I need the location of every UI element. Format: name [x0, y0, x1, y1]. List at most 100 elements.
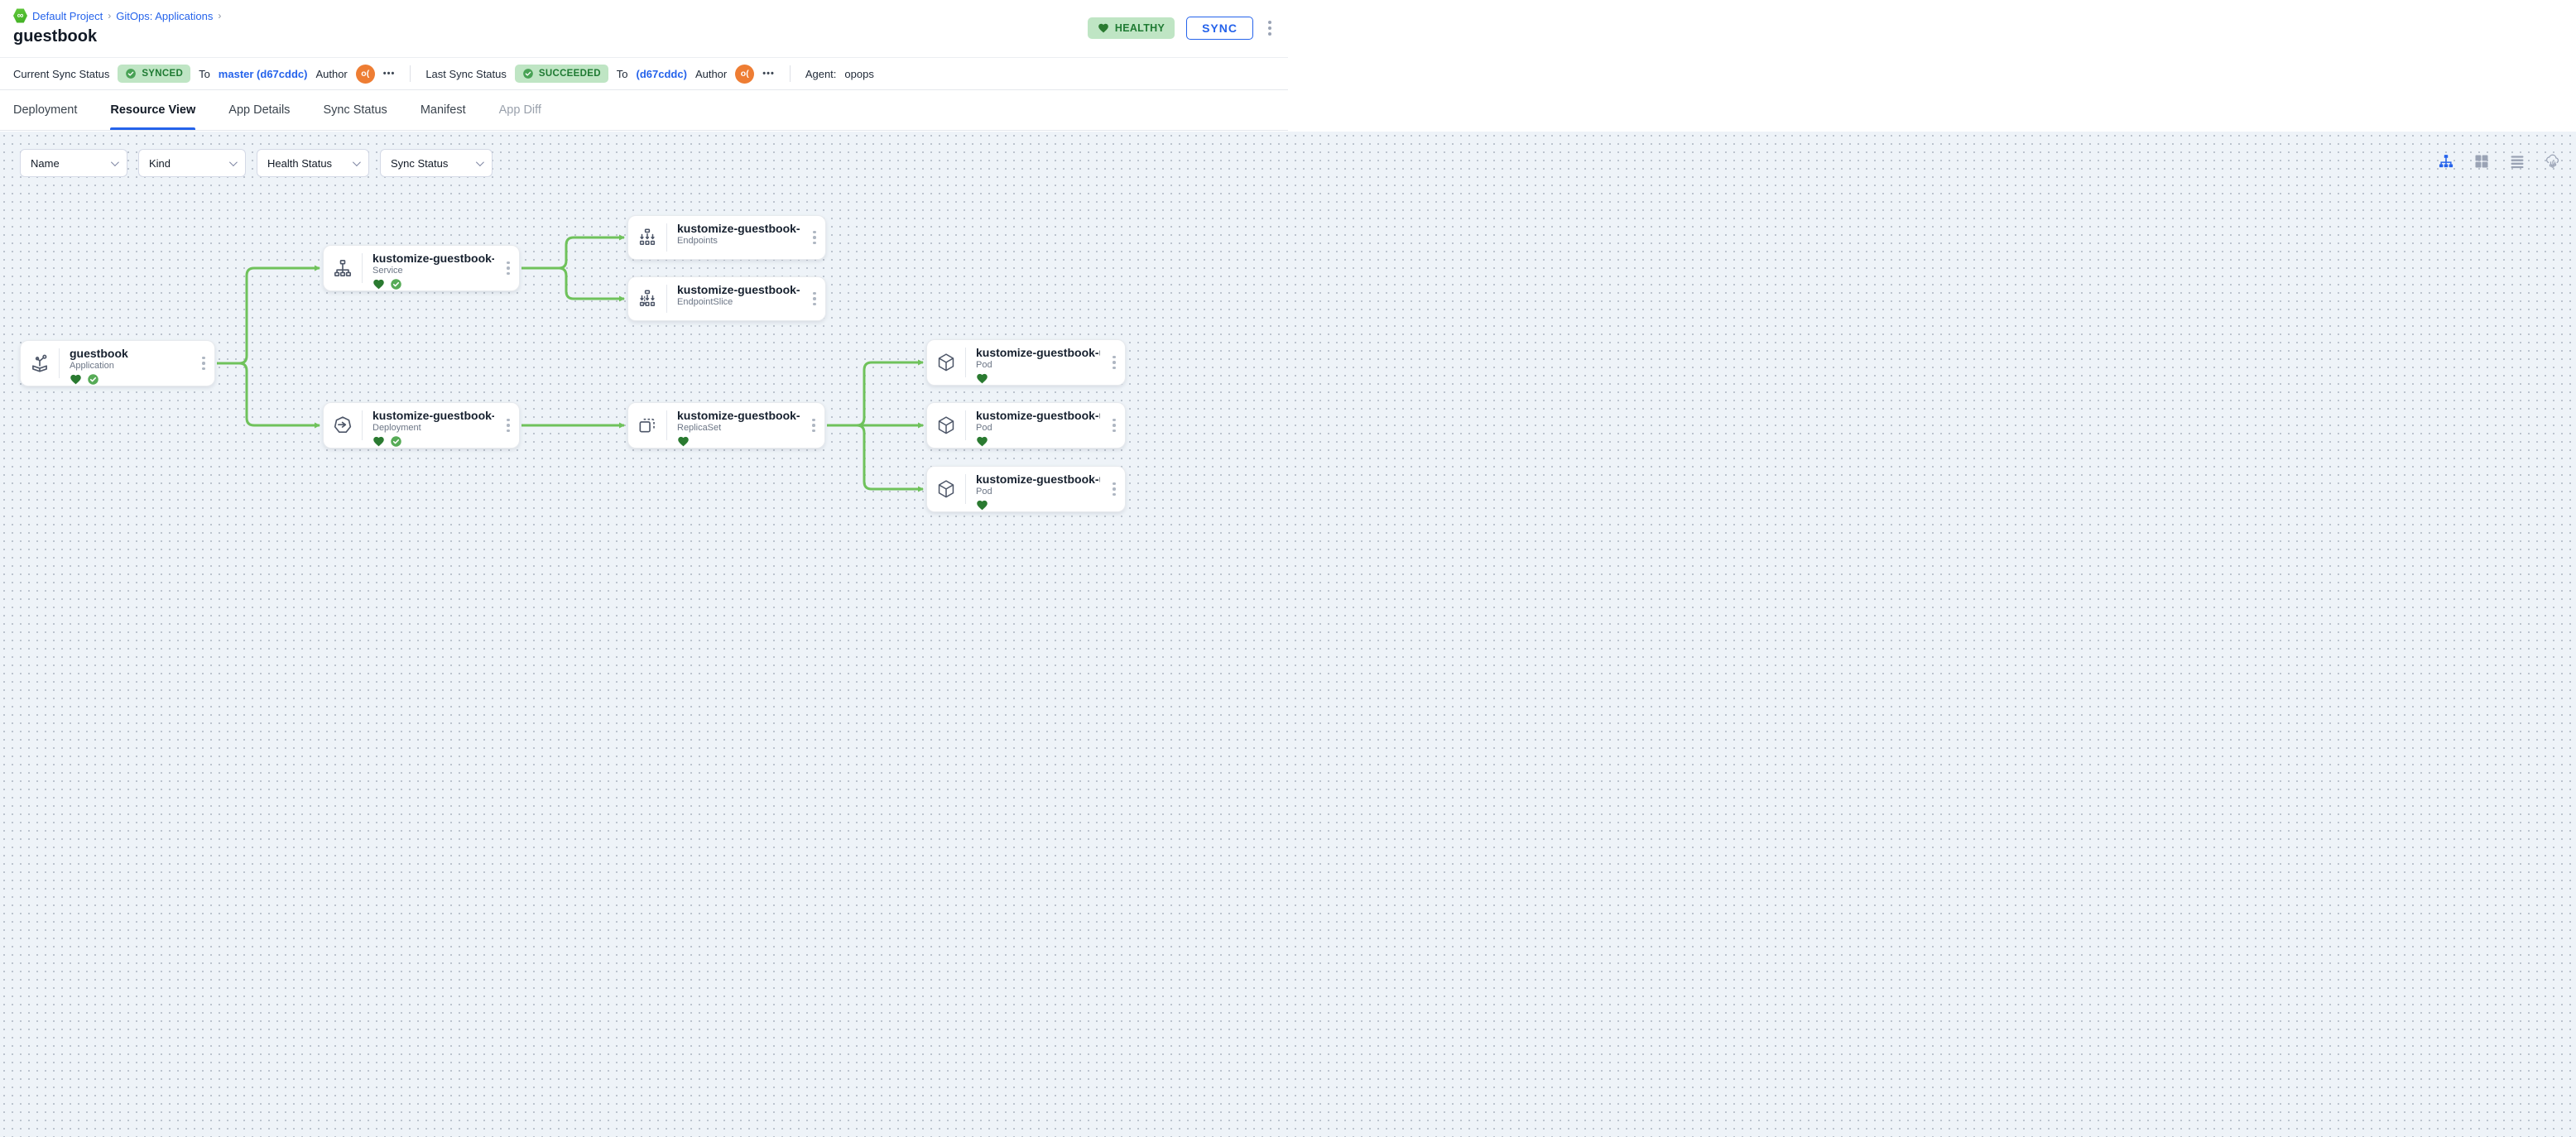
resource-node-pod[interactable]: kustomize-guestbook-ui-...Pod	[926, 466, 1126, 512]
health-status-filter-dropdown[interactable]: Health Status	[257, 149, 369, 177]
author-label: Author	[315, 67, 348, 80]
node-menu-kebab-icon[interactable]	[497, 246, 519, 290]
replicaset-kind-icon	[628, 403, 666, 448]
application-kind-icon	[21, 341, 59, 386]
chevron-down-icon	[475, 157, 484, 166]
node-menu-kebab-icon[interactable]	[803, 403, 824, 448]
current-commit-link[interactable]: master (d67cddc)	[218, 67, 308, 80]
sync-status-filter-dropdown[interactable]: Sync Status	[380, 149, 493, 177]
node-menu-kebab-icon[interactable]	[1103, 340, 1125, 385]
commit-more-ellipsis[interactable]: •••	[762, 69, 775, 79]
tab-deployment[interactable]: Deployment	[13, 103, 78, 117]
view-toggle-group	[2438, 153, 2561, 170]
tree-view-icon[interactable]	[2438, 153, 2454, 170]
tab-sync-status[interactable]: Sync Status	[323, 103, 387, 117]
tab-manifest[interactable]: Manifest	[420, 103, 466, 117]
graph-edge	[827, 424, 924, 492]
sync-button[interactable]: SYNC	[1186, 17, 1253, 40]
node-menu-kebab-icon[interactable]	[1103, 467, 1125, 511]
agent-label: Agent:	[805, 67, 837, 80]
chevron-down-icon	[110, 157, 119, 166]
check-circle-icon	[126, 69, 137, 79]
node-kind: Pod	[976, 487, 992, 497]
tab-resource-view[interactable]: Resource View	[110, 90, 195, 130]
resource-node-pod[interactable]: kustomize-guestbook-ui-...Pod	[926, 339, 1126, 386]
node-name: kustomize-guestbook-ui-...	[677, 283, 800, 296]
node-name: kustomize-guestbook-ui-...	[976, 473, 1100, 486]
synced-check-icon	[391, 279, 401, 290]
project-hexagon-icon: ∞	[13, 8, 27, 23]
node-body: kustomize-guestbook-ui-...EndpointSlice	[667, 277, 804, 320]
node-menu-kebab-icon[interactable]	[193, 341, 214, 386]
check-circle-icon	[523, 69, 533, 79]
node-name: kustomize-guestbook-ui	[372, 252, 494, 265]
node-menu-kebab-icon[interactable]	[1103, 403, 1125, 448]
node-name: kustomize-guestbook-ui	[372, 409, 494, 422]
node-kind: Deployment	[372, 423, 421, 433]
resource-tree-canvas[interactable]: Name Kind Health Status Sync Status guestbo…	[0, 132, 2576, 1137]
pod-kind-icon	[927, 403, 965, 448]
last-sync-status-label: Last Sync Status	[425, 67, 507, 80]
node-menu-kebab-icon[interactable]	[804, 216, 825, 259]
divider	[666, 285, 667, 313]
node-kind: ReplicaSet	[677, 423, 722, 433]
graph-edge	[217, 362, 320, 429]
tab-app-details[interactable]: App Details	[228, 103, 291, 117]
pod-kind-icon	[927, 467, 965, 511]
node-kind: Application	[70, 361, 114, 371]
resource-node-replicaset[interactable]: kustomize-guestbook-ui-...ReplicaSet	[627, 402, 825, 449]
filter-bar: Name Kind Health Status Sync Status	[20, 149, 493, 177]
resource-node-endpointslice[interactable]: kustomize-guestbook-ui-...EndpointSlice	[627, 276, 826, 321]
cloud-view-icon[interactable]	[2545, 153, 2561, 170]
chevron-down-icon	[228, 157, 238, 166]
graph-edge	[827, 359, 924, 427]
agent-value: opops	[844, 67, 874, 80]
deployment-kind-icon	[324, 403, 362, 448]
node-name: kustomize-guestbook-ui-...	[677, 409, 800, 422]
node-body: kustomize-guestbook-ui-...Pod	[966, 403, 1103, 448]
graph-edge	[521, 234, 625, 270]
node-menu-kebab-icon[interactable]	[804, 277, 825, 320]
endpoints-kind-icon	[628, 216, 666, 259]
health-status-badge: HEALTHY	[1087, 17, 1175, 39]
divider	[789, 65, 791, 82]
tab-app-diff: App Diff	[498, 103, 541, 117]
app-menu-kebab-icon[interactable]	[1265, 19, 1275, 37]
healthy-heart-icon	[70, 374, 81, 385]
divider	[965, 474, 966, 504]
divider	[965, 348, 966, 377]
healthy-heart-icon	[373, 436, 384, 447]
node-name: kustomize-guestbook-ui-...	[976, 346, 1100, 359]
app-header: ∞ Default Project › GitOps: Applications…	[0, 0, 1288, 57]
synced-check-icon	[88, 374, 99, 385]
node-menu-kebab-icon[interactable]	[497, 403, 519, 448]
list-view-icon[interactable]	[2509, 153, 2526, 170]
commit-more-ellipsis[interactable]: •••	[382, 69, 396, 79]
synced-badge: SYNCED	[118, 65, 191, 83]
resource-node-pod[interactable]: kustomize-guestbook-ui-...Pod	[926, 402, 1126, 449]
node-name: kustomize-guestbook-ui	[677, 222, 800, 235]
breadcrumb-project-link[interactable]: Default Project	[32, 9, 103, 22]
tab-bar: Deployment Resource View App Details Sync S…	[0, 90, 1288, 131]
to-label: To	[616, 67, 628, 80]
node-kind: Endpoints	[677, 236, 718, 246]
divider	[965, 410, 966, 440]
name-filter-dropdown[interactable]: Name	[20, 149, 127, 177]
divider	[362, 410, 363, 440]
kind-filter-dropdown[interactable]: Kind	[138, 149, 246, 177]
divider	[59, 348, 60, 378]
node-kind: Pod	[976, 423, 992, 433]
healthy-heart-icon	[977, 436, 988, 447]
grid-view-icon[interactable]	[2473, 153, 2490, 170]
breadcrumb-section-link[interactable]: GitOps: Applications	[116, 9, 214, 22]
graph-edge	[521, 266, 625, 302]
last-commit-link[interactable]: (d67cddc)	[636, 67, 687, 80]
divider	[410, 65, 411, 82]
author-label: Author	[694, 67, 728, 80]
